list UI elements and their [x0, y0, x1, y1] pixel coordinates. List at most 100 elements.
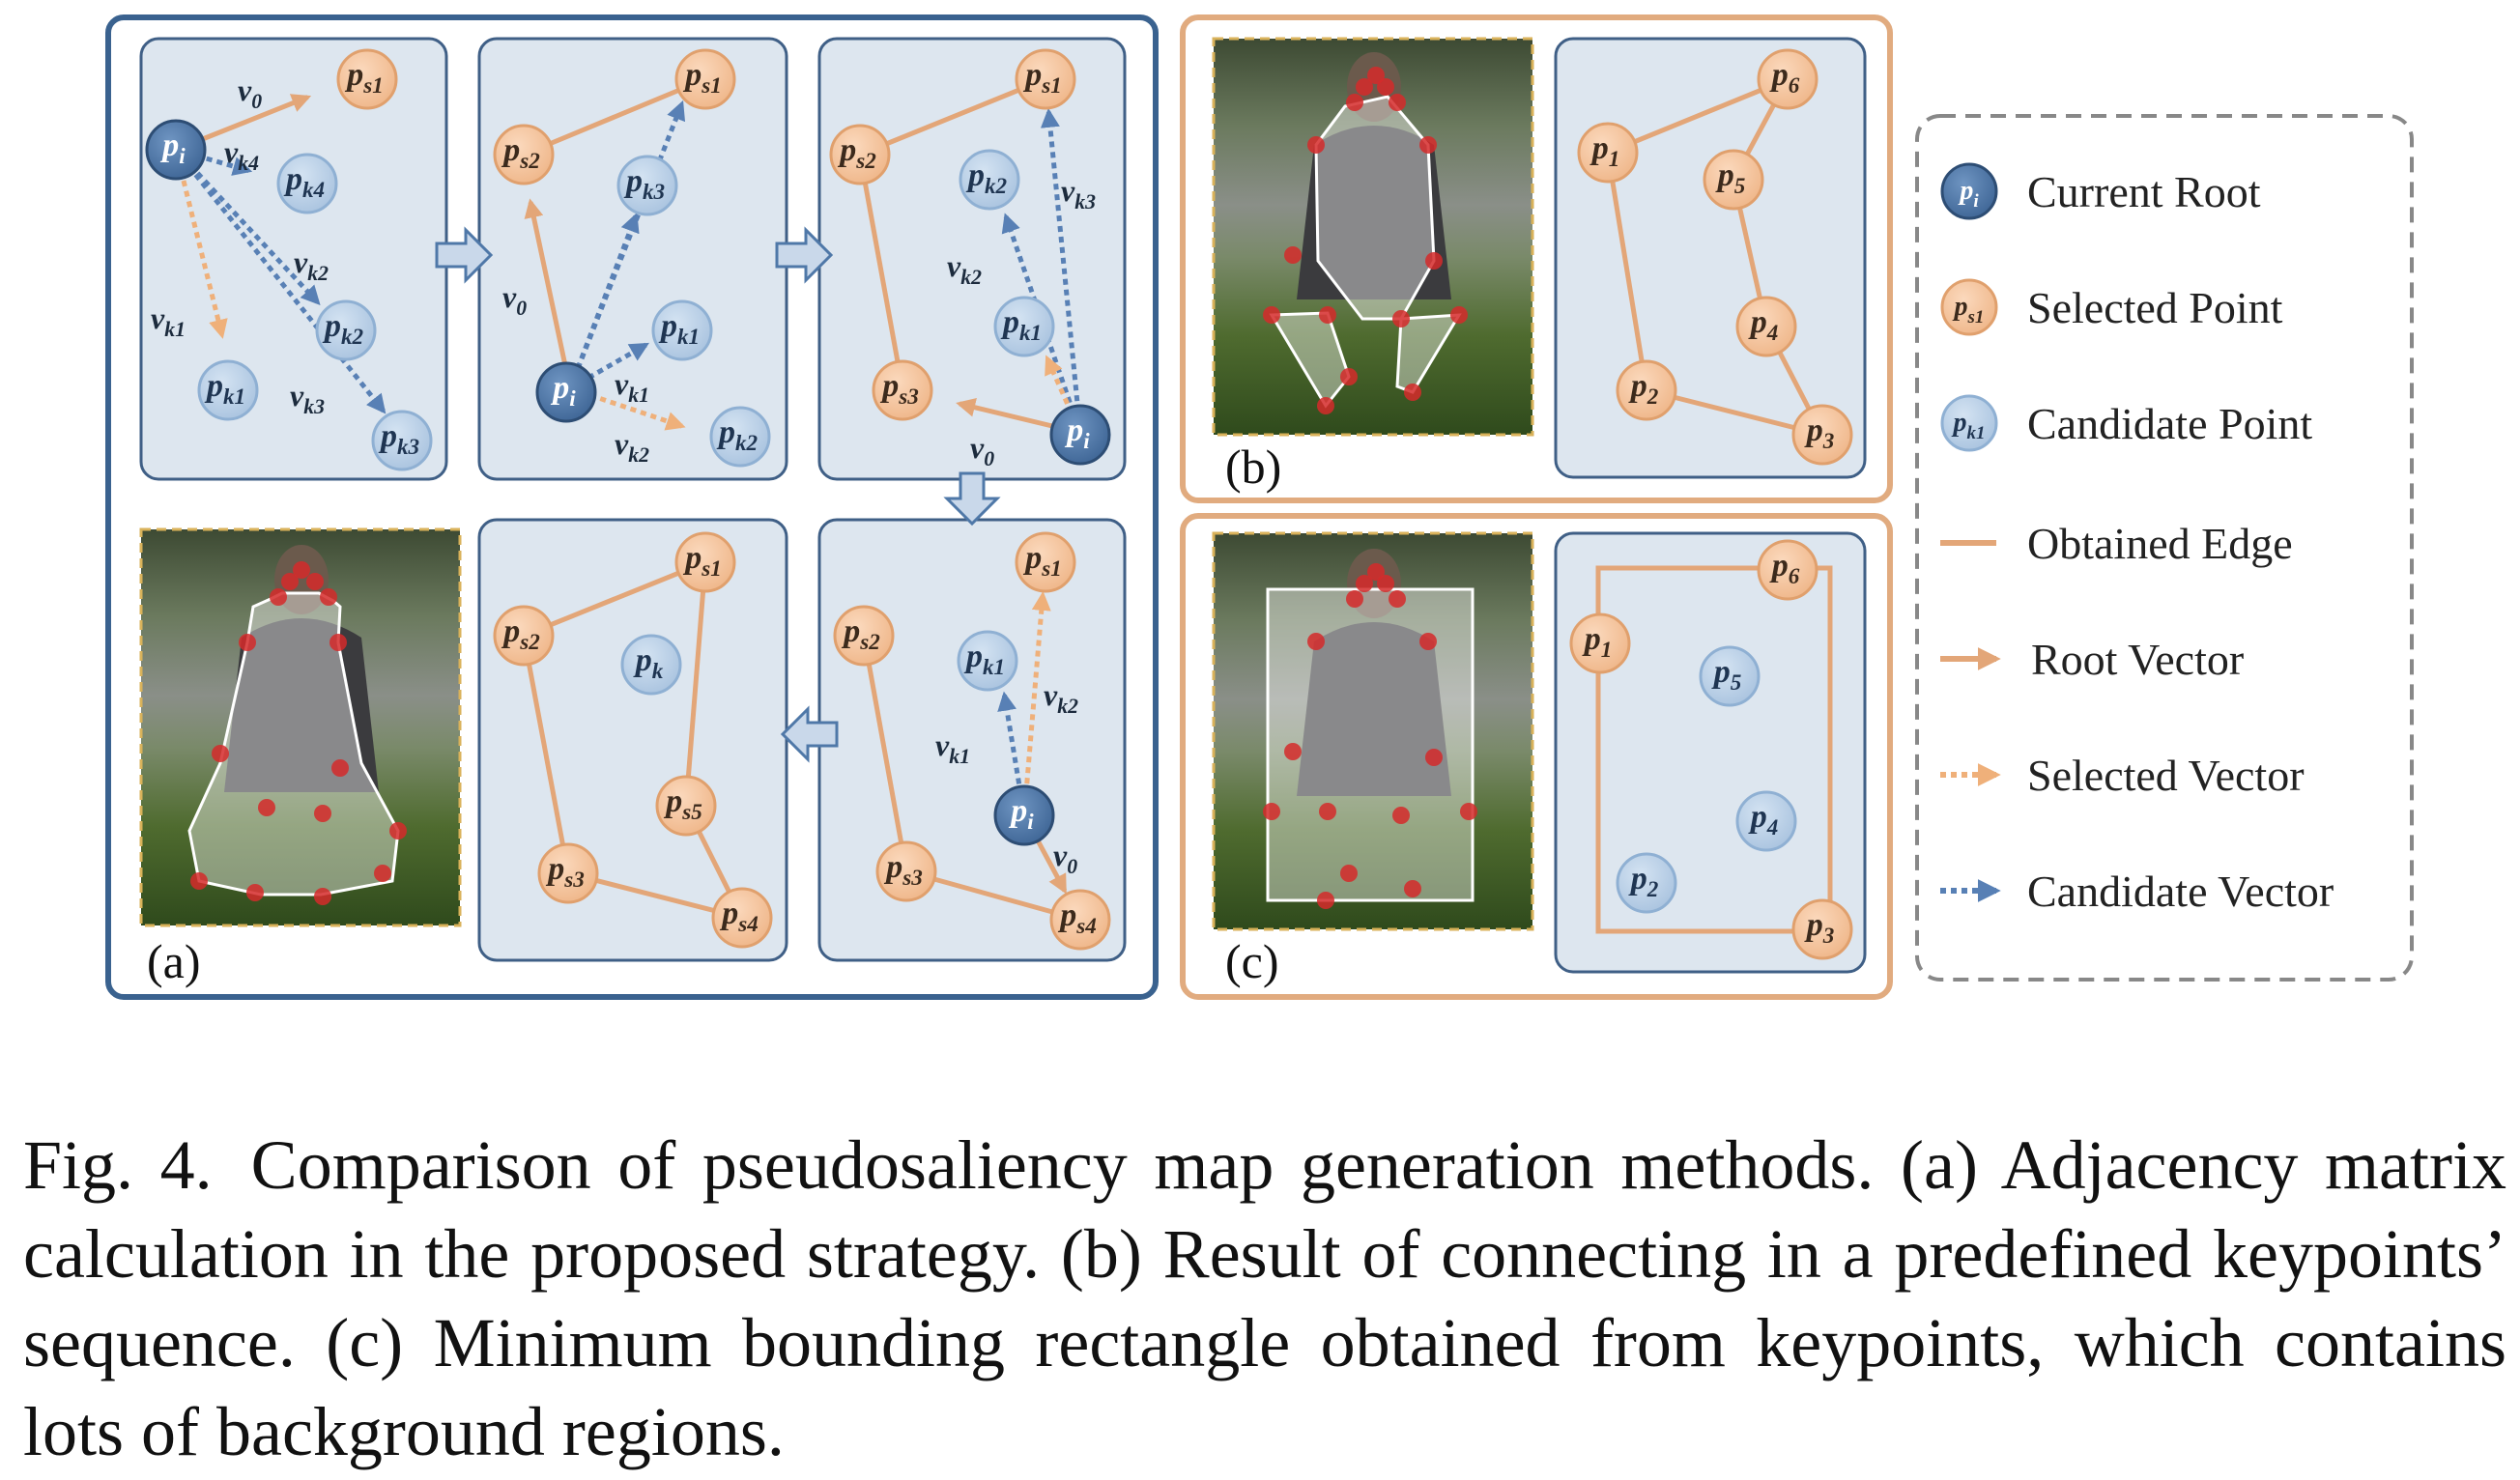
- photo-c-keypoints-dot: [1419, 633, 1437, 650]
- a2-point-pk2: pk2: [709, 406, 771, 468]
- a3-label-vk2: vk2: [947, 248, 982, 289]
- photo-c-keypoints-dot: [1319, 803, 1336, 820]
- photo-b-keypoints-dot: [1404, 384, 1421, 401]
- svg-text:pk1: pk1: [1000, 304, 1042, 346]
- photo-a: [139, 527, 462, 927]
- photo-b-keypoints-dot: [1340, 368, 1358, 385]
- step-arrow-2: [775, 226, 834, 284]
- photo-b-keypoints-dot: [1419, 136, 1437, 154]
- a4-point-ps1: ps1: [674, 531, 736, 593]
- panel-a-frame: [105, 14, 1159, 1000]
- a2-vector-vk3b: [567, 213, 640, 389]
- photo-c-keypoints-dot: [1356, 575, 1373, 592]
- svg-text:pk2: pk2: [716, 414, 759, 456]
- a2-vector-v0: [524, 198, 573, 389]
- photo-b-keypoints-dot: [1450, 306, 1468, 324]
- photo-a-keypoints-dot: [329, 634, 347, 651]
- label-b: (b): [1225, 440, 1281, 494]
- photo-a-keypoints-dot: [270, 588, 287, 606]
- svg-text:p4: p4: [1748, 799, 1779, 840]
- svg-text:p6: p6: [1769, 57, 1800, 99]
- photo-c-keypoints-dot: [1389, 590, 1406, 608]
- svg-text:p2: p2: [1628, 368, 1659, 410]
- photo-b-keypoints-dot: [1389, 94, 1406, 111]
- a2-label-v0: v0: [502, 279, 527, 320]
- svg-text:ps1: ps1: [1022, 540, 1062, 582]
- photo-a-keypoints-dot: [190, 872, 208, 890]
- a3-point-ps1: ps1: [1015, 48, 1076, 110]
- photo-a-keypoints-dot: [212, 745, 229, 762]
- photo-a-keypoints-dot: [246, 884, 264, 901]
- photo-b-keypoints-dot: [1263, 306, 1280, 324]
- panel-b-frame: [1180, 14, 1893, 503]
- a5-point-ps1: ps1: [1015, 531, 1076, 593]
- svg-text:p1: p1: [1582, 621, 1613, 663]
- svg-text:pi: pi: [1064, 413, 1090, 454]
- a2-point-ps2: ps2: [493, 124, 555, 185]
- legend-current-root: Current Root: [2027, 167, 2261, 216]
- a3-point-pk2: pk2: [959, 149, 1020, 211]
- photo-b-keypoints-dot: [1356, 78, 1373, 96]
- a2-vector-vk2: [569, 385, 686, 431]
- step-arrow-4: [780, 705, 839, 763]
- a4-point-ps4: ps4: [711, 887, 773, 949]
- b-point-p6: p6: [1757, 48, 1818, 110]
- a3-edge-s2-s1: [859, 76, 1046, 157]
- photo-a-keypoints-dot: [239, 634, 256, 651]
- a4-edge-s1-s5: [683, 561, 708, 807]
- a3-label-v0: v0: [970, 430, 994, 470]
- svg-text:ps2: ps2: [501, 613, 540, 655]
- graph-layer: ps1pipk4pk2pk1pk3v0vk4vk2vk1vk3ps1ps2pk3…: [145, 48, 1853, 960]
- a4-point-ps3: ps3: [537, 842, 599, 904]
- legend-obtained-edge: Obtained Edge: [2027, 519, 2293, 568]
- c-point-p5: p5: [1699, 645, 1761, 707]
- photo-b-keypoints-dot: [1377, 78, 1394, 96]
- a1-label-v0: v0: [238, 72, 262, 113]
- svg-text:ps3: ps3: [545, 851, 585, 893]
- c-point-p3: p3: [1791, 898, 1853, 960]
- photo-a-keypoints-dot: [281, 573, 299, 590]
- a2-edge-s2-s1: [523, 76, 706, 157]
- svg-text:p5: p5: [1715, 157, 1746, 199]
- label-a: (a): [147, 934, 201, 988]
- svg-text:pi: pi: [159, 128, 186, 169]
- svg-text:p6: p6: [1769, 548, 1800, 589]
- figure-caption: Fig. 4.Comparison of pseudosaliency map …: [23, 1121, 2506, 1476]
- a3-label-vk3: vk3: [1061, 173, 1096, 213]
- a1-point-pi: pi: [145, 119, 207, 181]
- photo-b-keypoints-dot: [1319, 306, 1336, 324]
- a1-point-ps1: ps1: [336, 48, 398, 110]
- a3-point-pi: pi: [1049, 404, 1111, 466]
- photo-b-keypoints: [1263, 67, 1468, 414]
- a2-label-vk2: vk2: [615, 426, 649, 467]
- b-edge-2-1: [1605, 152, 1649, 391]
- svg-text:ps1: ps1: [1022, 57, 1062, 99]
- photo-b-keypoints-dot: [1284, 246, 1302, 264]
- photo-a-keypoints-dot: [314, 888, 331, 905]
- legend-selected-symbol: ps1: [1953, 292, 1985, 327]
- svg-text:ps1: ps1: [682, 540, 722, 582]
- photo-c-keypoints-dot: [1346, 590, 1363, 608]
- svg-text:pk1: pk1: [963, 639, 1005, 680]
- svg-text:pk3: pk3: [378, 418, 419, 460]
- svg-text:pk1: pk1: [204, 368, 245, 410]
- photo-c-keypoints-dot: [1307, 633, 1325, 650]
- svg-text:ps2: ps2: [837, 132, 876, 174]
- keypoint-layer: [190, 67, 1477, 909]
- legend-frame: [1915, 114, 2414, 982]
- photo-a-keypoints-dot: [314, 805, 331, 822]
- svg-text:ps2: ps2: [841, 613, 880, 655]
- a5-label-v0: v0: [1053, 838, 1077, 878]
- a5-point-ps3: ps3: [875, 840, 937, 902]
- photo-b: [1212, 37, 1534, 437]
- a3-point-pk1: pk1: [993, 296, 1055, 357]
- photo-a-keypoints-dot: [293, 561, 310, 579]
- a1-vector-vk3: [174, 148, 387, 414]
- b-edge-1-6: [1607, 76, 1789, 156]
- photo-c-keypoints-dot: [1392, 807, 1410, 824]
- svg-text:pi: pi: [550, 370, 576, 412]
- legend-selected-marker: [1940, 278, 1998, 336]
- a3-point-ps3: ps3: [872, 359, 933, 421]
- legend-candidate-vector: Candidate Vector: [2027, 867, 2334, 916]
- legend-root-marker: [1940, 162, 1998, 220]
